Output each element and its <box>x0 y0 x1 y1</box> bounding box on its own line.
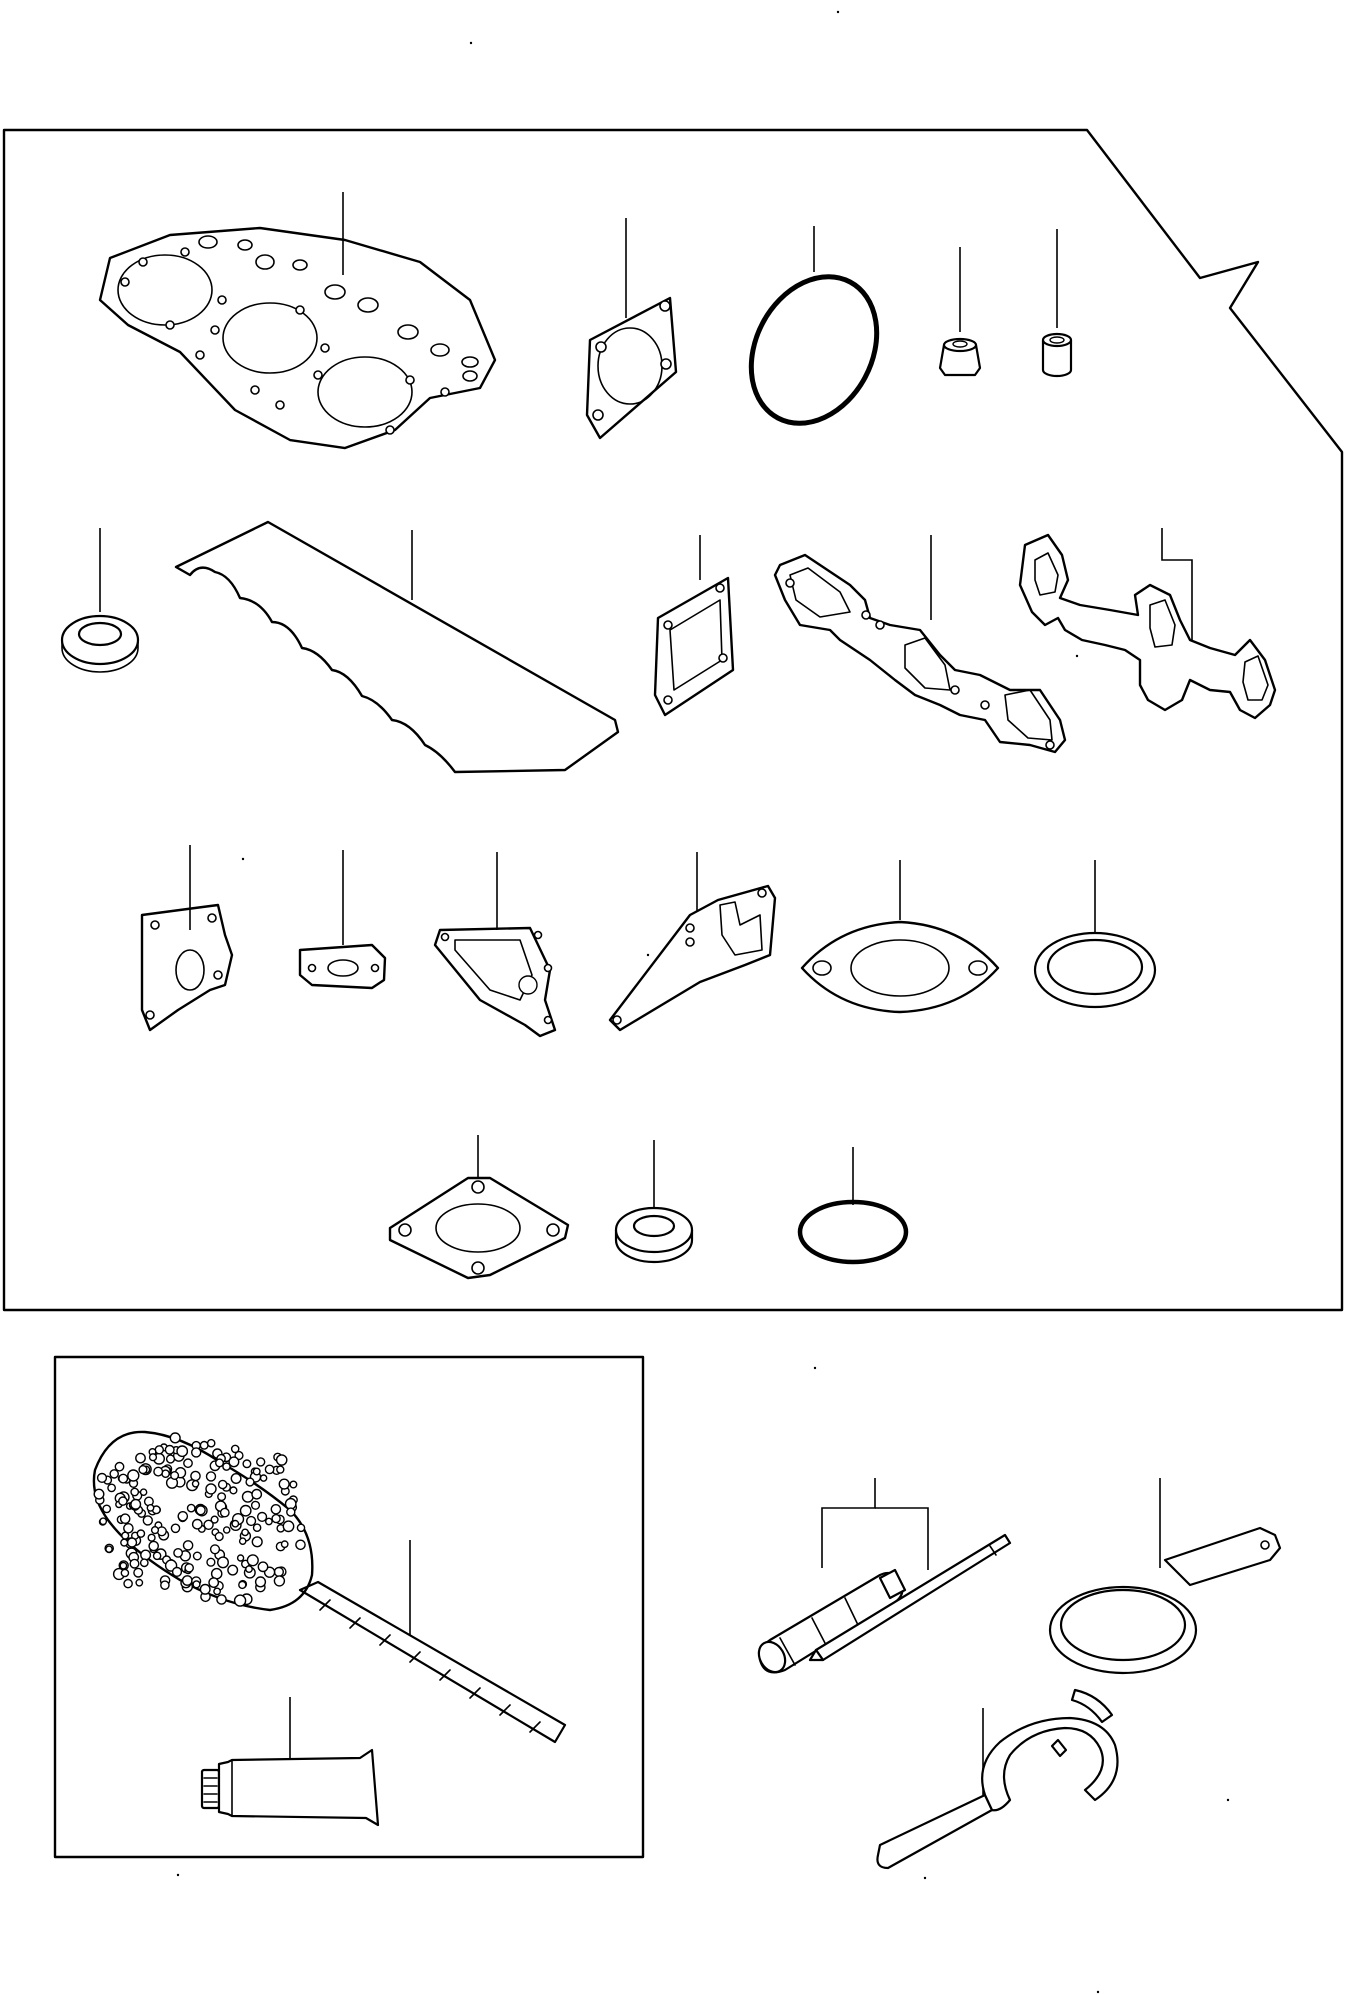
sealing-ring <box>1033 860 1157 1009</box>
square-flange-gasket <box>585 218 678 440</box>
valve-stem-seal <box>938 247 982 377</box>
scan-specks <box>176 10 1230 1994</box>
four-hole-flange-gasket <box>388 1135 570 1280</box>
washer-seal <box>60 528 140 673</box>
o-ring-small <box>797 1147 909 1265</box>
water-pump-gasket <box>608 852 777 1032</box>
oval-two-hole-gasket <box>800 860 1000 1014</box>
small-oval-gasket <box>298 850 387 990</box>
cleaning-kit-frame <box>53 1355 645 1859</box>
filter-wrench <box>1048 1478 1282 1675</box>
intake-manifold-gasket <box>773 535 1067 754</box>
cylinder-head-gasket <box>98 192 497 450</box>
screwdriver-set <box>757 1478 1012 1674</box>
bracket-gasket <box>140 845 234 1032</box>
sealant-tube <box>200 1697 380 1827</box>
rocker-cover-gasket <box>174 520 620 774</box>
gasket-kit-frame <box>2 128 1344 1312</box>
oil-seal <box>614 1140 694 1264</box>
rectangular-gasket <box>653 535 735 717</box>
o-ring-large <box>748 226 880 426</box>
thermostat-housing-gasket <box>433 852 557 1038</box>
sleeve-bushing <box>1041 229 1073 378</box>
hook-spanner <box>876 1688 1119 1870</box>
cylinder-hone-brush <box>92 1430 567 1744</box>
exhaust-manifold-gasket <box>1018 528 1277 720</box>
